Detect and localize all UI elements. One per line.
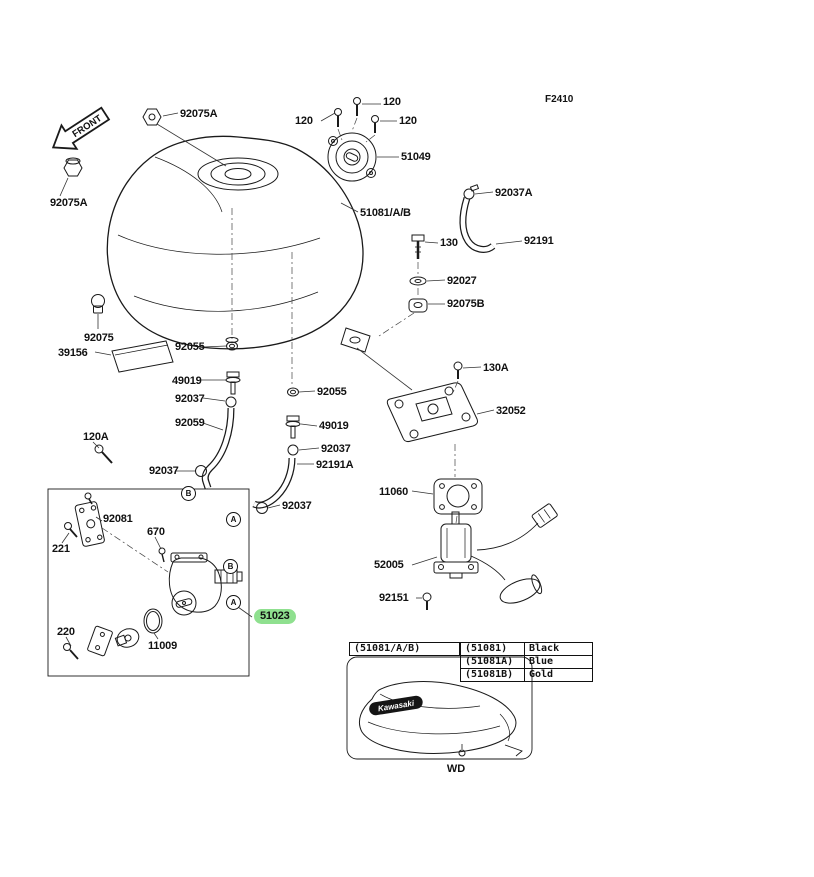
part-label-670: 670 bbox=[147, 526, 165, 538]
color-table-model-cell: (51081/A/B) bbox=[349, 642, 460, 656]
fuel-tap-fittings-drawing bbox=[195, 341, 301, 514]
part-label-92075A: 92075A bbox=[50, 197, 88, 209]
part-label-130A: 130A bbox=[483, 362, 509, 374]
part-label-92191: 92191 bbox=[524, 235, 554, 247]
part-label-120: 120 bbox=[295, 115, 313, 127]
part-label-120: 120 bbox=[399, 115, 417, 127]
part-label-92075A: 92075A bbox=[180, 108, 218, 120]
connector-marker-a: A bbox=[226, 595, 241, 610]
part-label-51081AB: 51081/A/B bbox=[360, 207, 411, 219]
part-label-49019: 49019 bbox=[319, 420, 349, 432]
part-label-120: 120 bbox=[383, 96, 401, 108]
part-label-220: 220 bbox=[57, 626, 75, 638]
part-label-52005: 52005 bbox=[374, 559, 404, 571]
part-label-92075B: 92075B bbox=[447, 298, 485, 310]
part-label-51049: 51049 bbox=[401, 151, 431, 163]
pump-gasket-drawing bbox=[433, 478, 483, 515]
wd-label: WD bbox=[446, 763, 466, 775]
part-label-92037: 92037 bbox=[282, 500, 312, 512]
part-label-92059: 92059 bbox=[175, 417, 205, 429]
color-table: (51081/A/B) (51081) Black (51081A) Blue … bbox=[349, 642, 593, 682]
part-label-92037A: 92037A bbox=[495, 187, 533, 199]
part-label-221: 221 bbox=[52, 543, 70, 555]
part-label-51023: 51023 bbox=[254, 609, 296, 624]
part-label-92037: 92037 bbox=[175, 393, 205, 405]
connector-marker-a: A bbox=[226, 512, 241, 527]
color-table-color-cell: Gold bbox=[525, 669, 593, 682]
part-label-92027: 92027 bbox=[447, 275, 477, 287]
part-label-92037: 92037 bbox=[321, 443, 351, 455]
fuel-pump-drawing bbox=[422, 503, 558, 610]
rear-bracket-drawing bbox=[386, 361, 478, 443]
leader-lines bbox=[59, 103, 523, 647]
part-label-120A: 120A bbox=[83, 431, 109, 443]
part-label-92151: 92151 bbox=[379, 592, 409, 604]
fuel-cap-drawing bbox=[327, 97, 379, 182]
part-label-49019: 49019 bbox=[172, 375, 202, 387]
color-table-part-cell: (51081) bbox=[461, 643, 525, 656]
mini-tank-figure: Kawasaki bbox=[346, 656, 533, 760]
breather-hose-drawing bbox=[459, 184, 496, 253]
part-label-39156: 39156 bbox=[58, 347, 88, 359]
part-label-92075: 92075 bbox=[84, 332, 114, 344]
part-label-32052: 32052 bbox=[496, 405, 526, 417]
page-code: F2410 bbox=[545, 94, 574, 105]
part-label-92081: 92081 bbox=[103, 513, 133, 525]
part-label-11060: 11060 bbox=[379, 486, 408, 498]
mount-dampers-drawing bbox=[63, 108, 174, 373]
part-label-92191A: 92191A bbox=[316, 459, 354, 471]
fuel-tank-drawing bbox=[106, 135, 371, 353]
connector-marker-b: B bbox=[181, 486, 196, 501]
color-table-grid: (51081) Black (51081A) Blue (51081B) Gol… bbox=[460, 642, 593, 682]
color-table-color-cell: Blue bbox=[525, 656, 593, 669]
part-label-11009: 11009 bbox=[148, 640, 177, 652]
color-table-color-cell: Black bbox=[525, 643, 593, 656]
part-label-130: 130 bbox=[440, 237, 458, 249]
connector-marker-b: B bbox=[223, 559, 238, 574]
tank-mount-parts-drawing bbox=[408, 234, 428, 313]
alignment-lines bbox=[101, 117, 459, 573]
part-label-92055: 92055 bbox=[175, 341, 205, 353]
color-table-part-cell: (51081B) bbox=[461, 669, 525, 682]
part-label-92055: 92055 bbox=[317, 386, 347, 398]
part-label-92037: 92037 bbox=[149, 465, 179, 477]
color-table-part-cell: (51081A) bbox=[461, 656, 525, 669]
